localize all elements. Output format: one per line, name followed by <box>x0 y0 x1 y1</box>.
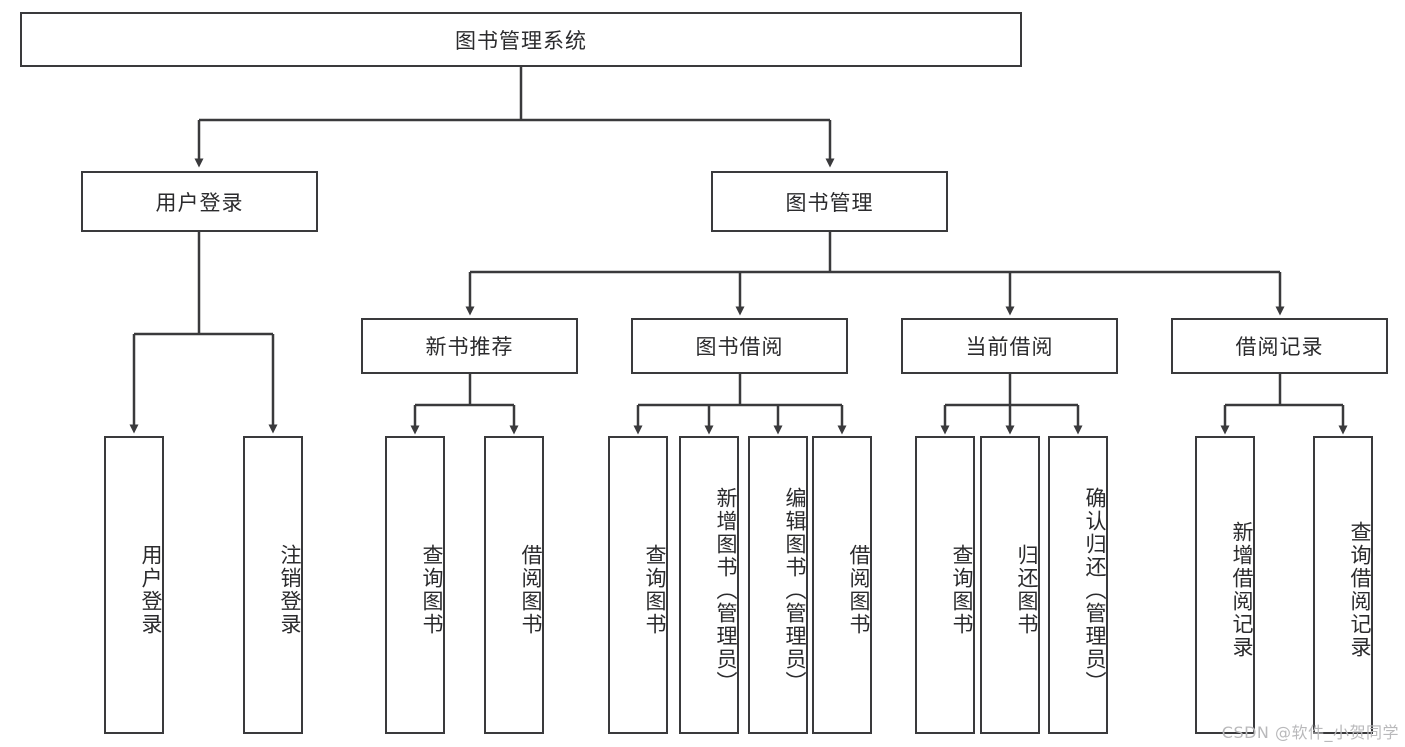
leaf-book-borrow-borrow-books[interactable]: 借阅图书 <box>812 436 872 734</box>
node-label: 查询图书 <box>643 544 667 636</box>
node-label: 借阅记录 <box>1235 335 1324 359</box>
node-book-borrow[interactable]: 图书借阅 <box>631 318 848 374</box>
node-label: 当前借阅 <box>965 335 1054 359</box>
node-label: 图书管理 <box>785 190 874 215</box>
node-label: 归还图书 <box>1015 544 1039 636</box>
node-root-book-management-system[interactable]: 图书管理系统 <box>20 12 1022 67</box>
node-label: 用户登录 <box>139 544 163 636</box>
leaf-user-login-logout[interactable]: 注销登录 <box>243 436 303 734</box>
leaf-user-login-login[interactable]: 用户登录 <box>104 436 164 734</box>
node-label: 新增借阅记录 <box>1230 521 1254 659</box>
leaf-book-borrow-edit-book-admin[interactable]: 编辑图书（管理员） <box>748 436 808 734</box>
node-label: 注销登录 <box>278 544 302 636</box>
leaf-new-book-borrow-books[interactable]: 借阅图书 <box>484 436 544 734</box>
node-label: 新书推荐 <box>425 335 514 359</box>
node-label: 确认归还（管理员） <box>1083 486 1107 694</box>
leaf-book-borrow-query-books[interactable]: 查询图书 <box>608 436 668 734</box>
node-label: 查询借阅记录 <box>1348 521 1372 659</box>
node-label: 借阅图书 <box>519 544 543 636</box>
leaf-current-borrow-return-books[interactable]: 归还图书 <box>980 436 1040 734</box>
leaf-current-borrow-confirm-return-admin[interactable]: 确认归还（管理员） <box>1048 436 1108 734</box>
node-new-book-recommend[interactable]: 新书推荐 <box>361 318 578 374</box>
node-label: 图书借阅 <box>695 335 784 359</box>
leaf-current-borrow-query-books[interactable]: 查询图书 <box>915 436 975 734</box>
node-label: 用户登录 <box>155 190 244 215</box>
node-label: 图书管理系统 <box>455 28 587 53</box>
leaf-new-book-query-books[interactable]: 查询图书 <box>385 436 445 734</box>
leaf-borrow-record-query-record[interactable]: 查询借阅记录 <box>1313 436 1373 734</box>
node-label: 编辑图书（管理员） <box>783 486 807 694</box>
node-label: 查询图书 <box>950 544 974 636</box>
node-borrow-record[interactable]: 借阅记录 <box>1171 318 1388 374</box>
node-label: 查询图书 <box>420 544 444 636</box>
leaf-book-borrow-add-book-admin[interactable]: 新增图书（管理员） <box>679 436 739 734</box>
node-label: 新增图书（管理员） <box>714 486 738 694</box>
node-book-management[interactable]: 图书管理 <box>711 171 948 232</box>
csdn-watermark: CSDN @软件_小贺同学 <box>1221 723 1399 742</box>
node-current-borrow[interactable]: 当前借阅 <box>901 318 1118 374</box>
leaf-borrow-record-add-record[interactable]: 新增借阅记录 <box>1195 436 1255 734</box>
node-user-login[interactable]: 用户登录 <box>81 171 318 232</box>
node-label: 借阅图书 <box>847 544 871 636</box>
